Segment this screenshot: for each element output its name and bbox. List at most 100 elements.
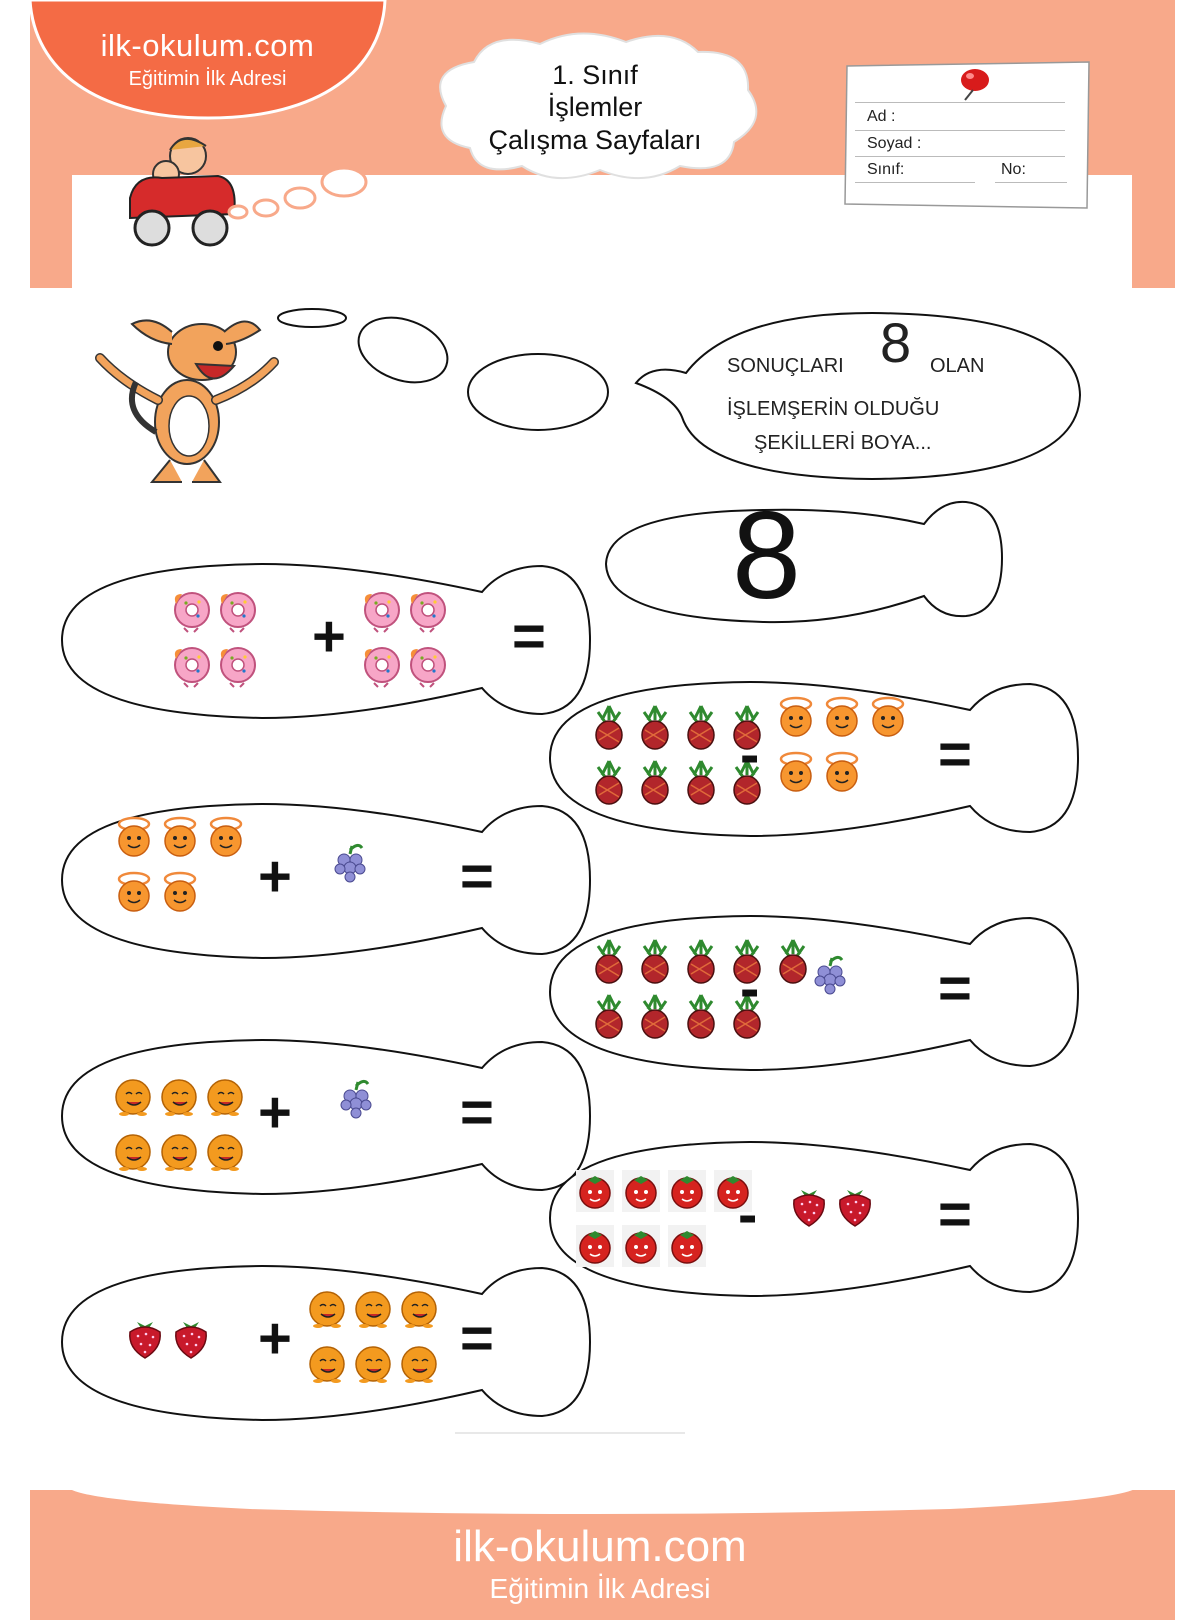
instruction-line1-b: OLAN: [930, 355, 985, 377]
grape-icon: [336, 1076, 378, 1127]
surname-label: Soyad :: [867, 135, 922, 152]
dog-thought-bubbles: [277, 308, 609, 431]
orange-icon: [866, 694, 908, 745]
problem-balloon-5: +=: [60, 1036, 592, 1196]
answer-number: 8: [732, 487, 801, 625]
tomato-icon: [574, 1223, 616, 1274]
name-line: [855, 130, 1065, 131]
instruction-line1-a: SONUÇLARI: [727, 355, 844, 377]
equals-sign: =: [460, 1080, 494, 1145]
left-fruit-group: [112, 1074, 246, 1180]
operator-sign: -: [738, 1182, 758, 1247]
orange-ball-icon: [306, 1341, 348, 1392]
title-line-1: 1. Sınıf: [552, 60, 638, 90]
pineapple-icon: [588, 993, 630, 1044]
title-cloud-shape: [439, 32, 758, 179]
pineapple-icon: [726, 704, 768, 755]
left-fruit-group: [574, 1168, 754, 1274]
equals-sign: =: [512, 604, 546, 669]
donut-icon: [170, 643, 212, 694]
grape-icon: [330, 840, 372, 891]
donut-icon: [360, 588, 402, 639]
title-cloud: 1. Sınıf İşlemler Çalışma Sayfaları: [430, 30, 760, 180]
orange-ball-icon: [158, 1074, 200, 1125]
pineapple-icon: [588, 938, 630, 989]
operator-sign: -: [740, 956, 760, 1021]
orange-icon: [158, 869, 200, 920]
balloon-shape: [548, 680, 1080, 838]
orange-ball-icon: [204, 1074, 246, 1125]
orange-icon: [158, 814, 200, 865]
orange-ball-icon: [352, 1286, 394, 1337]
operator-sign: -: [740, 722, 760, 787]
orange-ball-icon: [112, 1074, 154, 1125]
right-fruit-group: [810, 952, 852, 1003]
card-paper: [844, 61, 1090, 209]
pineapple-icon: [772, 938, 814, 989]
logo-bubble-shape: [28, 0, 387, 120]
strawberry-icon: [788, 1182, 830, 1233]
faint-divider: [455, 1432, 685, 1434]
donut-icon: [216, 643, 258, 694]
pineapple-icon: [634, 759, 676, 810]
balloon-shape: [548, 914, 1080, 1072]
problem-balloon-3: +=: [60, 800, 592, 960]
orange-ball-icon: [352, 1341, 394, 1392]
number-line: [995, 182, 1067, 183]
car-icon: [129, 137, 236, 247]
operator-sign: +: [258, 1306, 292, 1371]
logo-sub-text: Eğitimin İlk Adresi: [128, 68, 287, 90]
operator-sign: +: [312, 604, 346, 669]
pineapple-icon: [634, 993, 676, 1044]
orange-icon: [204, 814, 246, 865]
pineapple-icon: [680, 993, 722, 1044]
orange-ball-icon: [398, 1341, 440, 1392]
logo-main-text: ilk-okulum.com: [100, 28, 315, 63]
class-label: Sınıf:: [867, 161, 905, 178]
instruction-line3: ŞEKİLLERİ BOYA...: [754, 432, 932, 454]
orange-icon: [774, 694, 816, 745]
donut-icon: [170, 588, 212, 639]
pushpin-icon: [961, 69, 989, 101]
orange-icon: [112, 869, 154, 920]
left-fruit-group: [170, 588, 258, 694]
tomato-icon: [666, 1223, 708, 1274]
tomato-icon: [666, 1168, 708, 1219]
footer-white-curve: [70, 1489, 1135, 1514]
donut-icon: [406, 588, 448, 639]
orange-ball-icon: [204, 1129, 246, 1180]
title-line-2: İşlemler: [547, 92, 643, 122]
car-illustration: [122, 128, 242, 253]
orange-icon: [820, 694, 862, 745]
problem-balloon-6: -=: [548, 1138, 1080, 1298]
answer-balloon-shape: [604, 500, 1004, 624]
pineapple-icon: [588, 759, 630, 810]
problem-balloon-1: +=: [60, 560, 592, 720]
problem-balloon-2: -=: [548, 678, 1080, 838]
card-divider-top: [855, 102, 1065, 103]
right-fruit-group: [360, 588, 448, 694]
footer-site-name: ilk-okulum.com: [453, 1522, 747, 1571]
answer-balloon: 8: [604, 494, 1004, 624]
left-fruit-group: [124, 1314, 212, 1365]
tomato-icon: [620, 1223, 662, 1274]
dog-illustration: [92, 302, 282, 492]
orange-ball-icon: [158, 1129, 200, 1180]
name-label: Ad :: [867, 108, 896, 125]
operator-sign: +: [258, 1080, 292, 1145]
title-line-3: Çalışma Sayfaları: [488, 125, 702, 155]
right-fruit-group: [330, 840, 372, 891]
equals-sign: =: [938, 722, 972, 787]
pineapple-icon: [680, 704, 722, 755]
tomato-icon: [574, 1168, 616, 1219]
instruction-line2: İŞLEMŞERİN OLDUĞU: [727, 398, 940, 420]
right-fruit-group: [774, 694, 908, 800]
car-thought-dots: [227, 166, 368, 220]
right-fruit-group: [306, 1286, 440, 1392]
left-fruit-group: [112, 814, 246, 920]
pineapple-icon: [680, 938, 722, 989]
orange-icon: [774, 749, 816, 800]
surname-line: [855, 156, 1065, 157]
class-line: [855, 182, 975, 183]
equals-sign: =: [938, 956, 972, 1021]
